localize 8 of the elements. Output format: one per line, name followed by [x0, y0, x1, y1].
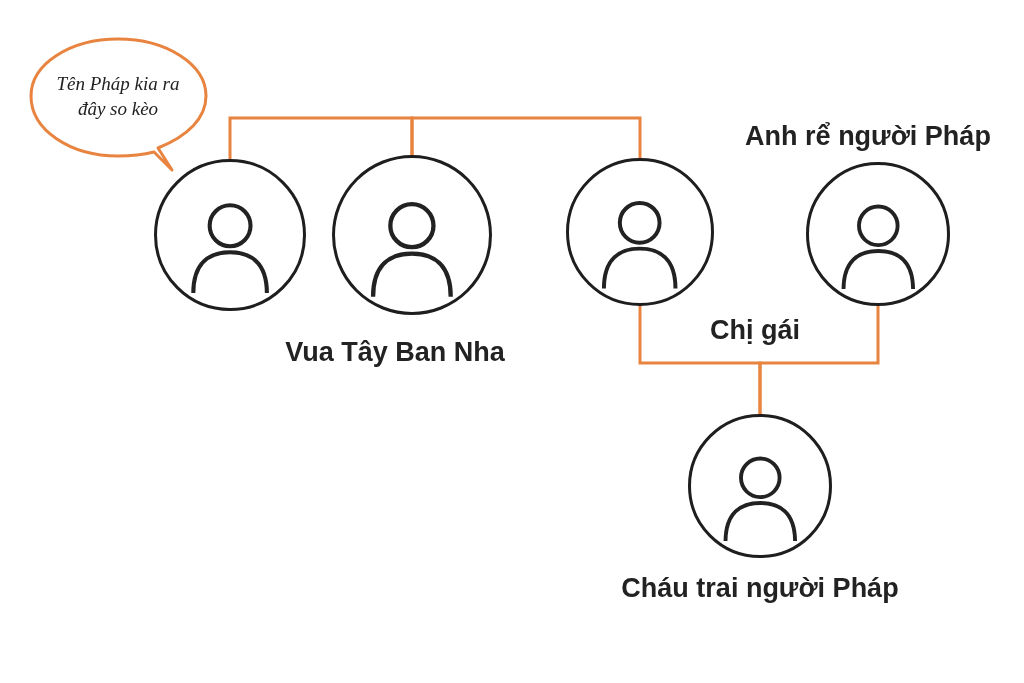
name-label: Anh rể người Pháp [745, 119, 991, 153]
connector-line [410, 116, 642, 158]
connector-line [228, 116, 414, 159]
name-label: Cháu trai người Pháp [621, 571, 899, 605]
speech-text: Tên Pháp kia ra đây so kèo [55, 71, 181, 122]
name-label: Chị gái [710, 313, 800, 347]
connector-line [758, 306, 880, 414]
name-label: Vua Tây Ban Nha [285, 335, 505, 369]
